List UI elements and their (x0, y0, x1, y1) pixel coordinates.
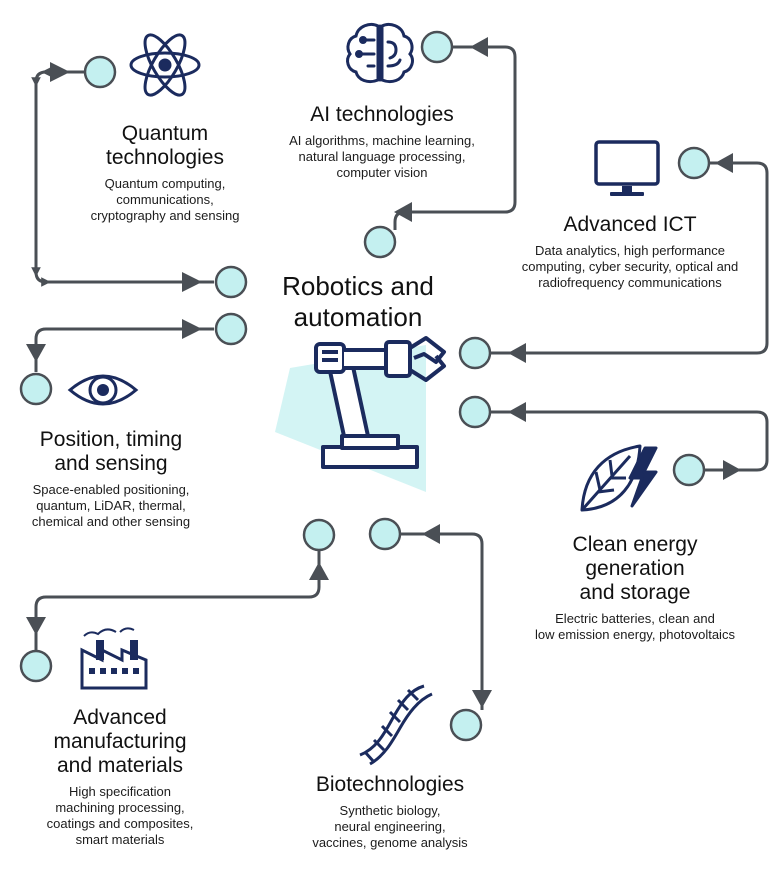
connector-clean (490, 410, 769, 472)
node-clean-top (458, 395, 492, 429)
ai-technologies-block: AI technologies AI algorithms, machine l… (262, 103, 502, 181)
arrowheads (26, 37, 741, 708)
node-manufacturing-top (302, 518, 336, 552)
node-position-top (214, 312, 248, 346)
position-timing-sensing-block: Position, timing and sensing Space-enabl… (6, 428, 216, 530)
ict-title: Advanced ICT (563, 213, 697, 236)
connector-quantum-top (31, 67, 214, 287)
node-quantum-top (83, 55, 117, 89)
center-title-line1: Robotics and (282, 271, 434, 301)
clean-title-line3: and storage (579, 581, 691, 604)
node-ai-bottom (363, 225, 397, 259)
nodes (19, 30, 711, 742)
ai-title: AI technologies (310, 103, 454, 126)
clean-desc-line2: low emission energy, photovoltaics (535, 627, 735, 642)
node-bio-bottom (449, 708, 483, 742)
arrow-ai-top (470, 37, 488, 57)
quantum-desc-line1: Quantum computing, (104, 176, 226, 191)
eye-icon (67, 374, 139, 406)
arrow-bio-top (422, 524, 440, 544)
dna-icon (359, 684, 433, 766)
position-desc-line1: Space-enabled positioning, (32, 482, 190, 497)
node-clean-bottom (672, 453, 706, 487)
arrow-ai-bottom (394, 202, 412, 222)
advanced-ict-block: Advanced ICT Data analytics, high perfor… (500, 213, 760, 291)
advanced-manufacturing-block: Advanced manufacturing and materials Hig… (20, 706, 220, 848)
position-title-line2: and sensing (54, 452, 168, 475)
quantum-title-line2: technologies (106, 146, 224, 169)
robot-arm-icon (314, 336, 446, 469)
arrow-bio-down (472, 690, 492, 708)
ai-desc-line2: natural language processing, (298, 149, 466, 164)
position-desc-line3: chemical and other sensing (31, 514, 191, 529)
quantum-desc-line3: cryptography and sensing (90, 208, 240, 223)
manufacturing-title-line3: and materials (56, 754, 184, 777)
connector-ict (490, 161, 769, 355)
bio-title: Biotechnologies (315, 773, 465, 796)
position-desc-line2: quantum, LiDAR, thermal, (36, 498, 186, 513)
arrow-position-down (26, 344, 46, 362)
node-quantum-bottom (214, 265, 248, 299)
manufacturing-desc-line2: machining processing, (55, 800, 185, 815)
ai-desc-line1: AI algorithms, machine learning, (289, 133, 475, 148)
node-position-left (19, 372, 53, 406)
arrow-ict-top (715, 153, 733, 173)
clean-title-line1: Clean energy (572, 533, 698, 556)
connector-manufacturing (34, 550, 321, 650)
arrow-manufacturing-up (309, 562, 329, 580)
arrow-position-right (182, 319, 202, 339)
arrow-manufacturing-down (26, 617, 46, 635)
node-ai-top (420, 30, 454, 64)
ict-description: Data analytics, high performance computi… (500, 243, 760, 291)
position-title-line1: Position, timing (39, 428, 183, 451)
clean-description: Electric batteries, clean and low emissi… (510, 611, 760, 643)
bio-desc-line1: Synthetic biology, (339, 803, 441, 818)
arrow-clean-bottom (723, 460, 741, 480)
manufacturing-desc-line1: High specification (69, 784, 171, 799)
clean-title-line2: generation (585, 557, 685, 580)
ict-desc-line2: computing, cyber security, optical and (521, 259, 739, 274)
arrow-ict-bottom (508, 343, 526, 363)
arrow-quantum-bottom (182, 272, 202, 292)
quantum-description: Quantum computing, communications, crypt… (60, 176, 270, 224)
brain-circuit-icon (346, 22, 414, 84)
manufacturing-title-line2: manufacturing (53, 730, 187, 753)
manufacturing-desc-line3: coatings and composites, (46, 816, 194, 831)
connector-position (34, 327, 214, 372)
monitor-icon (594, 140, 660, 196)
node-manufacturing-bottom (19, 649, 53, 683)
atom-icon (129, 33, 201, 97)
clean-energy-block: Clean energy generation and storage Elec… (510, 533, 760, 643)
ict-desc-line1: Data analytics, high performance (534, 243, 726, 258)
quantum-desc-line2: communications, (116, 192, 214, 207)
biotechnologies-block: Biotechnologies Synthetic biology, neura… (280, 773, 500, 851)
manufacturing-desc-line4: smart materials (75, 832, 165, 847)
clean-desc-line1: Electric batteries, clean and (555, 611, 715, 626)
connectors (31, 45, 769, 710)
ict-desc-line3: radiofrequency communications (538, 275, 722, 290)
bio-desc-line3: vaccines, genome analysis (312, 835, 468, 850)
quantum-title-line1: Quantum (121, 122, 209, 145)
position-description: Space-enabled positioning, quantum, LiDA… (6, 482, 216, 530)
node-ict-bottom (458, 336, 492, 370)
connector-ai (393, 45, 517, 230)
quantum-technologies-block: Quantum technologies Quantum computing, … (60, 122, 270, 224)
leaf-lightning-icon (580, 444, 658, 512)
node-bio-top (368, 517, 402, 551)
ai-desc-line3: computer vision (336, 165, 428, 180)
factory-icon (80, 627, 148, 690)
ai-description: AI algorithms, machine learning, natural… (262, 133, 502, 181)
center-title: Robotics and automation (258, 271, 458, 333)
bio-description: Synthetic biology, neural engineering, v… (280, 803, 500, 851)
arrow-quantum-top (50, 62, 70, 82)
node-ict-top (677, 146, 711, 180)
arrow-clean-top (508, 402, 526, 422)
manufacturing-description: High specification machining processing,… (20, 784, 220, 848)
center-title-line2: automation (293, 302, 423, 332)
connector-bio (393, 532, 484, 710)
manufacturing-title-line1: Advanced (73, 706, 167, 729)
bio-desc-line2: neural engineering, (334, 819, 446, 834)
